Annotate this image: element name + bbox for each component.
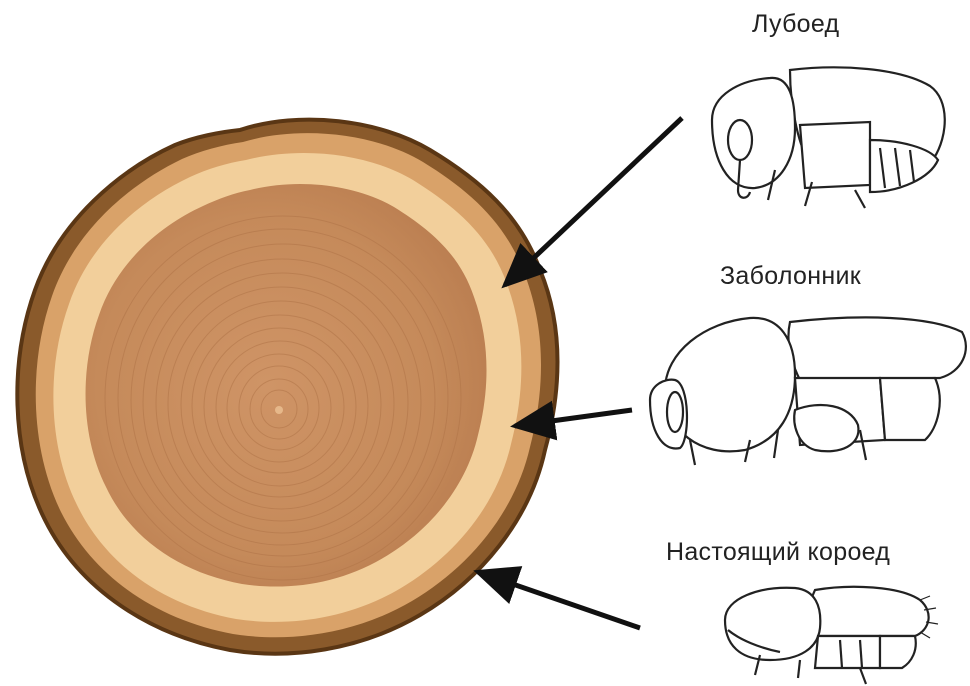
ambrosia-beetle-illustration <box>650 317 966 465</box>
label-luboed: Лубоед <box>752 10 839 39</box>
arrow-luboed <box>505 118 682 285</box>
bark-beetle-illustration <box>712 67 945 208</box>
label-zabolonnik: Заболонник <box>720 262 861 291</box>
pith <box>275 406 283 414</box>
wood-cross-section <box>17 120 557 654</box>
true-bark-beetle-illustration <box>725 587 938 684</box>
arrow-koroed <box>478 572 640 628</box>
label-koroed: Настоящий короед <box>666 538 890 567</box>
